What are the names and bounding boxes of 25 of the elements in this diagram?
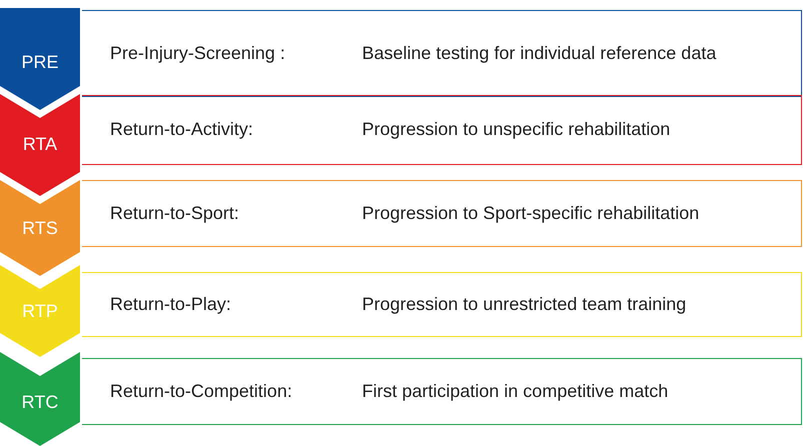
stage-tab <box>0 180 80 276</box>
stage-abbreviation: RTS <box>21 218 59 239</box>
stage-description: Progression to unrestricted team training <box>362 294 686 314</box>
stage-abbreviation: PRE <box>20 52 60 73</box>
stage-tab <box>0 94 80 196</box>
stage-tab <box>0 8 80 110</box>
stage-name: Return-to-Play: <box>110 294 232 314</box>
stage-tab <box>0 352 80 446</box>
stage-abbreviation: RTA <box>22 134 58 155</box>
stage-abbreviation: RTP <box>21 301 59 322</box>
stage-description: Baseline testing for individual reference data <box>362 42 716 64</box>
stage-description: Progression to Sport-specific rehabilitation <box>362 202 700 224</box>
stage-row <box>82 95 802 165</box>
stage-name: Return-to-Sport: <box>110 202 240 224</box>
stage-name: Pre-Injury-Screening : <box>110 42 286 64</box>
stage-row <box>82 10 802 97</box>
stage-row <box>82 272 802 337</box>
stage-description: Progression to unspecific rehabilitation <box>362 119 670 140</box>
stage-row <box>82 180 802 247</box>
stage-row <box>82 358 802 425</box>
stage-description: First participation in competitive match <box>362 380 668 402</box>
stage-name: Return-to-Competition: <box>110 380 292 402</box>
stage-name: Return-to-Activity: <box>110 119 254 140</box>
stage-tab <box>0 265 80 357</box>
stage-abbreviation: RTC <box>20 392 60 413</box>
